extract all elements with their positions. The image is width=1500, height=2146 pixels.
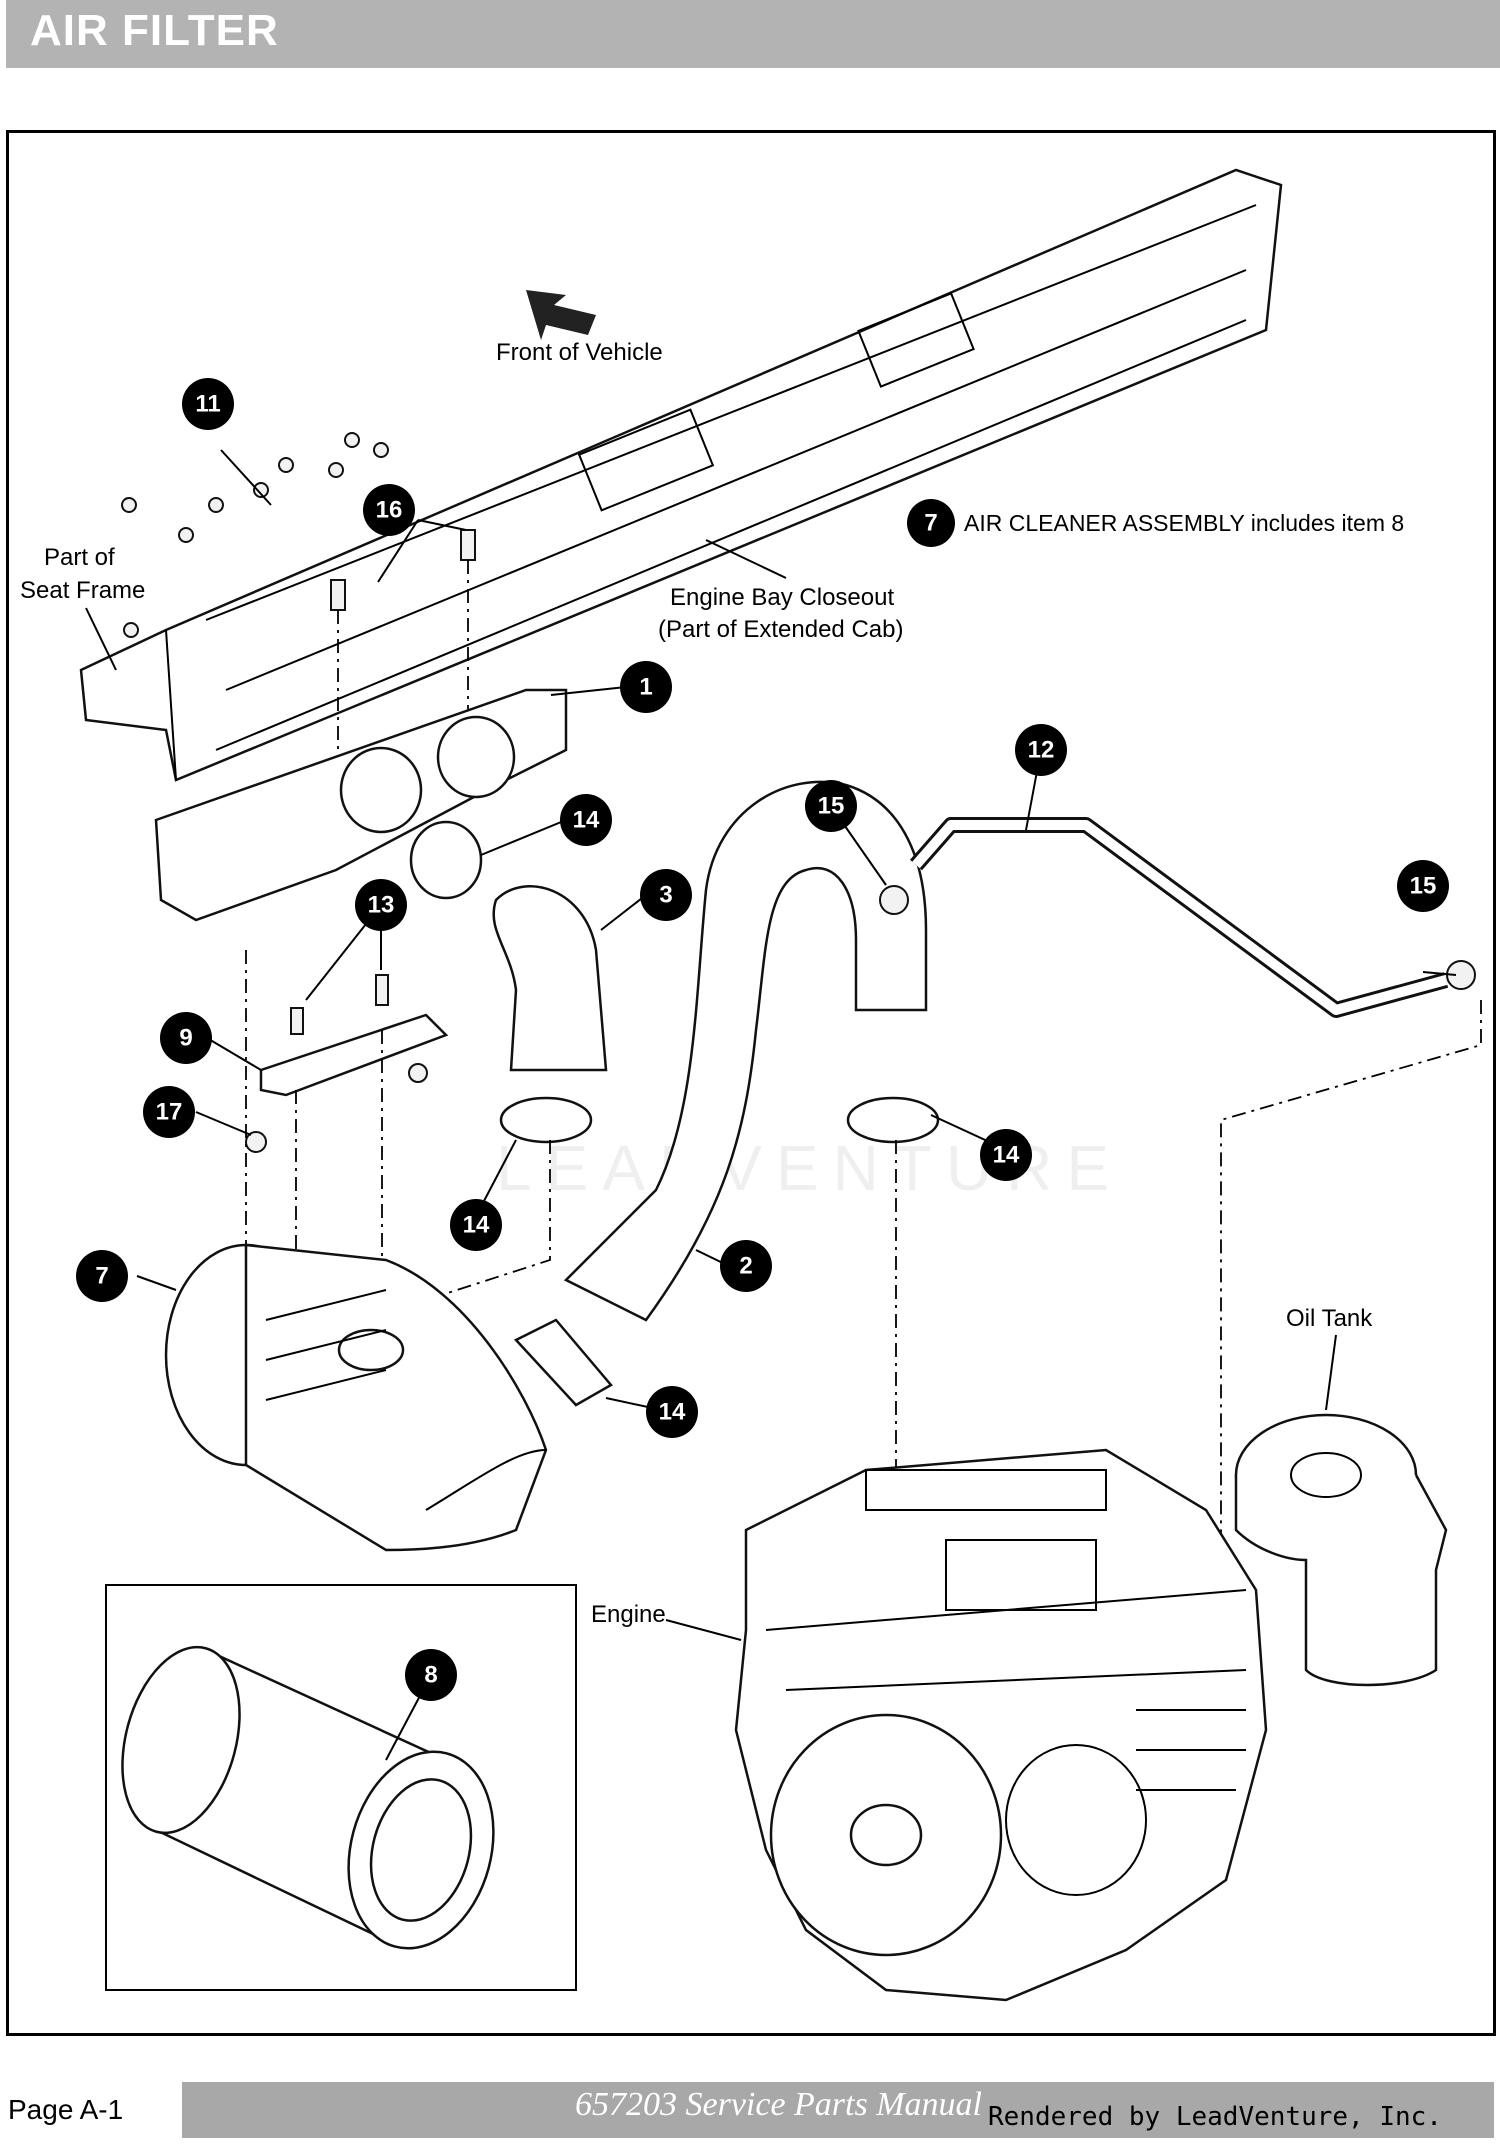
title-bar: AIR FILTER <box>6 0 1500 68</box>
callout-badge-15-right: 15 <box>1397 860 1449 912</box>
svg-text:14: 14 <box>463 1212 490 1239</box>
callout-leaders <box>136 519 1457 1761</box>
label-oil-tank: Oil Tank <box>1286 1305 1373 1332</box>
clamp-14-middle-left <box>499 1096 593 1144</box>
svg-text:15: 15 <box>1410 873 1437 900</box>
clamp-14-middle-right <box>846 1096 940 1144</box>
bracket-9 <box>259 1013 449 1097</box>
label-seat-frame: Seat Frame <box>20 577 145 604</box>
label-part-of: Part of <box>44 544 115 571</box>
note-callout-number: 7 <box>924 510 937 537</box>
label-part-of-extended-cab: (Part of Extended Cab) <box>658 616 903 643</box>
callout-badge-3: 3 <box>640 869 692 921</box>
svg-text:2: 2 <box>739 1253 752 1280</box>
filter-element-8 <box>121 1645 495 1950</box>
callout-badge-16: 16 <box>363 484 415 536</box>
label-engine: Engine <box>591 1601 666 1628</box>
footer-band <box>182 2082 1494 2138</box>
svg-text:11: 11 <box>195 391 220 418</box>
front-of-vehicle-arrow-icon <box>526 290 596 340</box>
svg-text:3: 3 <box>659 882 672 909</box>
clamp-14-top <box>409 820 483 900</box>
engine-assembly <box>734 1448 1268 2002</box>
note-callout-badge <box>907 499 955 547</box>
svg-text:14: 14 <box>573 807 600 834</box>
callout-badge-13: 13 <box>355 879 407 931</box>
svg-text:8: 8 <box>424 1662 437 1689</box>
footer-manual-title: 657203 Service Parts Manual <box>575 2086 982 2123</box>
callout-badge-11: 11 <box>182 378 234 430</box>
callout-badge-7: 7 <box>76 1250 128 1302</box>
svg-text:13: 13 <box>368 892 395 919</box>
elbow-hose-3 <box>492 884 608 1072</box>
intake-hose-2 <box>563 780 928 1322</box>
air-cleaner-assembly-7 <box>164 1243 548 1552</box>
intake-housing-1 <box>154 688 568 922</box>
svg-text:14: 14 <box>659 1399 686 1426</box>
callout-badge-14-top: 14 <box>560 794 612 846</box>
nut-17 <box>245 1131 267 1153</box>
footer-rendered-by: Rendered by LeadVenture, Inc. <box>988 2102 1442 2132</box>
exploded-parts-diagram: LEADVENTURE Front of Vehicle Part of Sea… <box>20 168 1482 2002</box>
note-text: AIR CLEANER ASSEMBLY includes item 8 <box>964 510 1404 536</box>
svg-text:1: 1 <box>639 674 652 701</box>
callout-badge-2: 2 <box>720 1240 772 1292</box>
screw-set-11 <box>121 432 389 638</box>
callout-badge-1: 1 <box>620 661 672 713</box>
callout-badge-9: 9 <box>160 1012 212 1064</box>
clamp-14-lower <box>513 1318 613 1407</box>
screw-set-16 <box>330 529 476 611</box>
callout-badge-14-lower: 14 <box>646 1386 698 1438</box>
svg-text:9: 9 <box>179 1025 192 1052</box>
callout-badge-14-middle-right: 14 <box>980 1129 1032 1181</box>
svg-text:14: 14 <box>993 1142 1020 1169</box>
svg-text:15: 15 <box>818 793 845 820</box>
page-title: AIR FILTER <box>30 6 279 55</box>
callout-badge-8: 8 <box>405 1649 457 1701</box>
hose-clamp-15-left <box>879 885 909 915</box>
svg-text:7: 7 <box>95 1263 108 1290</box>
callout-badge-14-middle-left: 14 <box>450 1199 502 1251</box>
filter-inset-box <box>105 1584 577 1991</box>
svg-text:16: 16 <box>376 497 403 524</box>
label-front-of-vehicle: Front of Vehicle <box>496 339 663 366</box>
footer-page-number: Page A-1 <box>8 2094 124 2125</box>
svg-text:17: 17 <box>156 1099 183 1126</box>
svg-text:12: 12 <box>1028 737 1055 764</box>
oil-tank <box>1234 1413 1448 1687</box>
engine-bay-closeout <box>79 168 1283 782</box>
label-engine-bay-closeout: Engine Bay Closeout <box>670 584 894 611</box>
callout-badge-12: 12 <box>1015 724 1067 776</box>
breather-hose-12 <box>909 817 1449 1018</box>
callout-badge-15-left: 15 <box>805 780 857 832</box>
callout-badge-17: 17 <box>143 1086 195 1138</box>
